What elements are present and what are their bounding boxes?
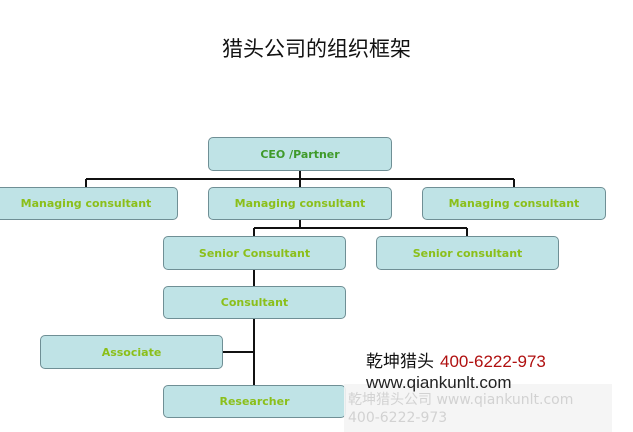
watermark-text: 乾坤猎头公司 www.qiankunlt.com	[348, 392, 574, 408]
watermark-phone: 400-6222-973	[348, 410, 448, 426]
node-ceo-partner: CEO /Partner	[208, 137, 392, 171]
node-senior-consultant-left: Senior Consultant	[163, 236, 346, 270]
node-senior-consultant-right: Senior consultant	[376, 236, 559, 270]
node-managing-consultant-right: Managing consultant	[422, 187, 606, 220]
ad-url: www.qiankunlt.com	[366, 373, 512, 392]
node-associate: Associate	[40, 335, 223, 369]
node-managing-consultant-left: Managing consultant	[0, 187, 178, 220]
node-consultant: Consultant	[163, 286, 346, 319]
diagram-title: 猎头公司的组织框架	[222, 37, 411, 61]
node-managing-consultant-center: Managing consultant	[208, 187, 392, 220]
watermark-panel	[344, 384, 612, 432]
ad-line: 乾坤猎头 400-6222-973	[366, 347, 546, 372]
ad-phone: 400-6222-973	[440, 352, 546, 371]
ad-company: 乾坤猎头	[366, 352, 434, 372]
node-researcher: Researcher	[163, 385, 346, 418]
